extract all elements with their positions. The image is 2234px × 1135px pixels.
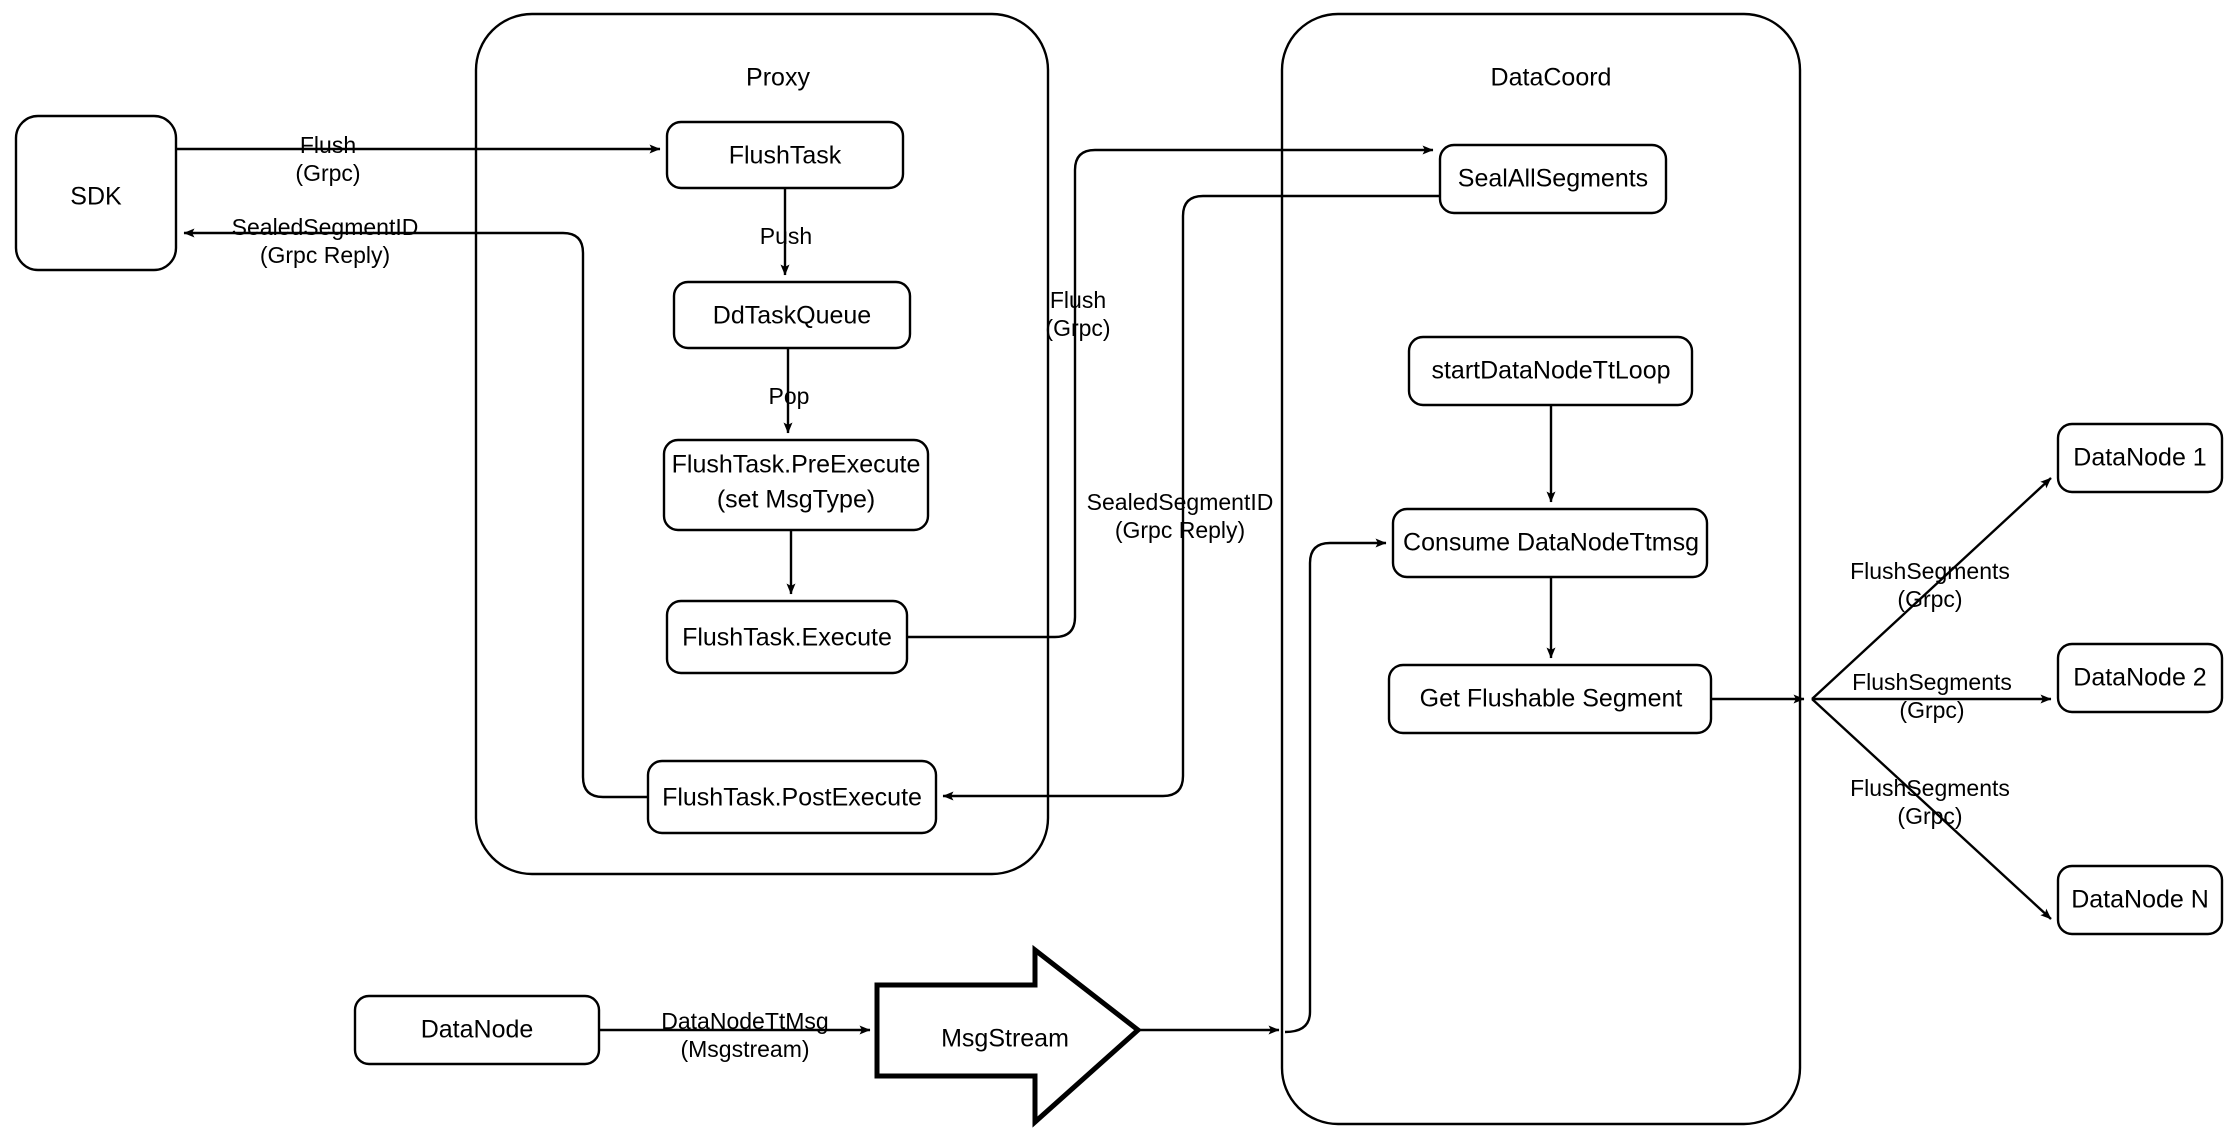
node-datanode-1[interactable] <box>2056 422 2224 494</box>
node-flushtask-execute-label: FlushTask.Execute <box>682 624 892 652</box>
edge-hub-to-datanode-1 <box>1811 477 2052 700</box>
container-proxy <box>474 12 1050 876</box>
edge-hub-to-datanode-n <box>1811 698 2052 920</box>
node-datanode-n[interactable] <box>2056 864 2224 936</box>
node-sealallsegments-label: SealAllSegments <box>1458 165 1648 193</box>
node-datanode-n-label: DataNode N <box>2071 886 2209 914</box>
node-sdk-label: SDK <box>70 183 122 211</box>
node-flushtask-preexecute[interactable] <box>662 438 930 532</box>
node-startdatanodettloop-label: startDataNodeTtLoop <box>1431 357 1670 385</box>
container-proxy-title: Proxy <box>746 64 810 92</box>
edge-label-flushsegments-n-line1: FlushSegments <box>1850 775 2010 801</box>
edge-label-push: Push <box>760 223 812 249</box>
node-ddtaskqueue[interactable] <box>672 280 912 350</box>
edge-execute-to-sealallsegments <box>907 145 1434 639</box>
node-flushtask-preexecute-label-line1: FlushTask.PreExecute <box>672 451 921 479</box>
edge-label-pop: Pop <box>769 383 810 409</box>
edge-label-sealedsegmentid-sdk-line2: (Grpc Reply) <box>260 242 390 268</box>
node-datanode-2[interactable] <box>2056 642 2224 714</box>
edge-label-flush-grpc-mid-line1: Flush <box>1050 287 1106 313</box>
node-msgstream-label: MsgStream <box>941 1025 1069 1053</box>
edge-label-flushsegments-n-line2: (Grpc) <box>1897 803 1962 829</box>
edge-label-sealedsegmentid-mid-line2: (Grpc Reply) <box>1115 517 1245 543</box>
node-flushtask-label: FlushTask <box>729 142 842 170</box>
edge-label-flush-grpc-sdk-line1: Flush <box>300 132 356 158</box>
edge-label-flush-grpc-sdk-line2: (Grpc) <box>295 160 360 186</box>
edge-label-flush-grpc-mid-line2: (Grpc) <box>1045 315 1110 341</box>
container-datacoord <box>1280 12 1802 1126</box>
edge-label-sealedsegmentid-mid-line1: SealedSegmentID <box>1087 489 1274 515</box>
node-sdk[interactable] <box>14 114 178 272</box>
edge-label-flushsegments-1-line2: (Grpc) <box>1897 586 1962 612</box>
node-datanode-1-label: DataNode 1 <box>2073 444 2206 472</box>
edge-label-datanodettmsg-line2: (Msgstream) <box>680 1036 809 1062</box>
node-msgstream-arrow[interactable] <box>874 944 1142 1128</box>
node-flushtask-postexecute-label: FlushTask.PostExecute <box>662 784 922 812</box>
edge-label-datanodettmsg-line1: DataNodeTtMsg <box>661 1008 828 1034</box>
node-get-flushable-segment-label: Get Flushable Segment <box>1420 685 1683 713</box>
container-datacoord-title: DataCoord <box>1491 64 1612 92</box>
node-flushtask-preexecute-label-line2: (set MsgType) <box>717 486 875 514</box>
node-ddtaskqueue-label: DdTaskQueue <box>713 302 871 330</box>
node-datanode-2-label: DataNode 2 <box>2073 664 2206 692</box>
node-consume-datanodettmsg-label: Consume DataNodeTtmsg <box>1403 529 1699 557</box>
edge-datacoord-edge-to-consume <box>1284 538 1387 1034</box>
node-sealallsegments[interactable] <box>1438 143 1668 215</box>
edge-postexecute-to-sdk <box>183 228 648 799</box>
edge-label-flushsegments-2-line1: FlushSegments <box>1852 669 2012 695</box>
node-datanode-bottom-label: DataNode <box>421 1016 534 1044</box>
edge-label-flushsegments-1-line1: FlushSegments <box>1850 558 2010 584</box>
edge-label-sealedsegmentid-sdk-line1: SealedSegmentID <box>232 214 419 240</box>
edge-sealallsegments-to-postexecute <box>942 194 1440 801</box>
edge-label-flushsegments-2-line2: (Grpc) <box>1899 697 1964 723</box>
